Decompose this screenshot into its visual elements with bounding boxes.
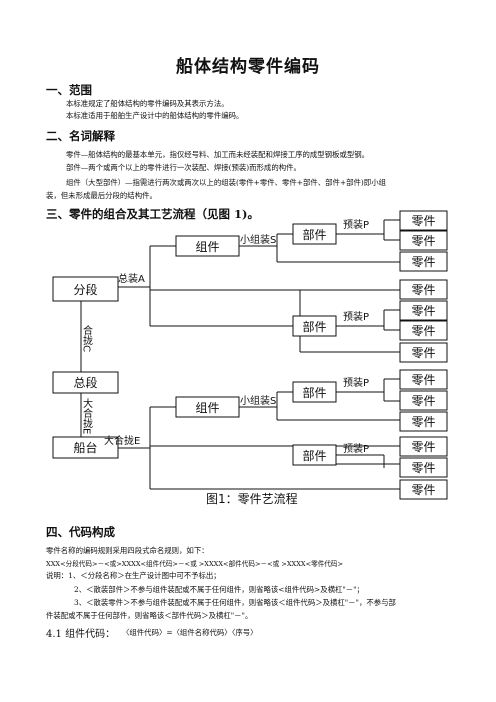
box-bujian-1-label: 部件 <box>302 227 326 242</box>
box-lingjian-8: 零件 <box>399 369 448 390</box>
box-chuantai-label: 船台 <box>73 440 97 455</box>
label-yuzhuang-3: 预装P <box>343 376 369 389</box>
box-lingjian-3: 零件 <box>399 251 448 272</box>
term-line-4: 装，但未形成最后分段的结构件。 <box>46 191 157 200</box>
box-lingjian-7-label: 零件 <box>411 346 435 360</box>
subsection-formula: 〈组件代码〉=〈组件名称代码〉〈序号〉 <box>122 628 258 637</box>
label-yuzhuang-4: 预装P <box>343 442 369 455</box>
section-heading-flow: 三、零件的组合及其工艺流程（见图 1)。 <box>46 207 259 221</box>
box-lingjian-10-label: 零件 <box>411 415 435 429</box>
label-daheeduan: 大合拢E <box>81 397 93 435</box>
term-line-3: 组件（大型部件）—指需进行两次或两次以上的组装(零件+零件、零件+部件、部件+部… <box>66 178 386 187</box>
box-lingjian-4-label: 零件 <box>411 283 435 297</box>
section-heading-code: 四、代码构成 <box>46 525 115 539</box>
code-format: XXX<分段代码>－<或>XXXX<组件代码>－<或 >XXXX<部件代码>－<… <box>46 560 344 568</box>
box-zongduan-label: 总段 <box>73 375 97 390</box>
box-lingjian-6-label: 零件 <box>411 324 435 338</box>
label-zongzhuang: 总装A <box>118 272 145 285</box>
term-line-1: 零件—船体结构的最基本单元，指仅经号料、加工而未经装配和焊接工序的成型钢板或型钢… <box>66 150 370 159</box>
box-lingjian-6: 零件 <box>399 320 448 341</box>
box-lingjian-9-label: 零件 <box>411 394 435 408</box>
box-fenduan-label: 分段 <box>73 282 97 297</box>
section-heading-scope: 一、范围 <box>46 83 92 97</box>
box-zujian-upper: 组件 <box>175 235 240 257</box>
box-lingjian-13: 零件 <box>399 479 448 500</box>
box-bujian-3: 部件 <box>292 381 337 403</box>
box-bujian-4-label: 部件 <box>302 448 326 463</box>
label-yuzhuang-1: 预装P <box>343 218 369 231</box>
box-lingjian-8-label: 零件 <box>411 373 435 387</box>
box-lingjian-13-label: 零件 <box>411 483 435 497</box>
code-note-2: 2、＜散装部件＞不参与组件装配或不属于任何组件，则省略该<组件代码>及横杠"－"… <box>74 585 364 594</box>
box-lingjian-3-label: 零件 <box>411 255 435 269</box>
label-yuzhuang-2: 预装P <box>343 310 369 323</box>
term-line-2: 部件—两个或两个以上的零件进行一次装配、焊接(预装)而形成的构件。 <box>66 163 301 172</box>
box-lingjian-5-label: 零件 <box>411 304 435 318</box>
box-lingjian-1-label: 零件 <box>411 214 435 228</box>
box-lingjian-5: 零件 <box>399 300 448 321</box>
box-lingjian-12: 零件 <box>399 457 448 478</box>
box-zujian-lower-label: 组件 <box>195 401 219 415</box>
diagram-connectors <box>80 219 400 490</box>
box-lingjian-2-label: 零件 <box>411 234 435 248</box>
box-lingjian-11: 零件 <box>399 436 448 457</box>
label-xiaozuzhuang-upper: 小组装S <box>240 233 276 246</box>
diagram-caption: 图1：零件艺流程 <box>206 491 298 506</box>
box-lingjian-1: 零件 <box>399 210 448 231</box>
box-bujian-1: 部件 <box>292 223 337 245</box>
subsection-label: 4.1 组件代码： <box>46 629 116 640</box>
label-xiaozuzhuang-lower: 小组装S <box>240 394 276 407</box>
code-note-3: 3、＜散装零件＞不参与组件装配或不属于任何组件，则省略该＜组件代码＞及横杠"－"… <box>74 598 396 607</box>
box-bujian-3-label: 部件 <box>302 385 326 400</box>
box-fenduan: 分段 <box>52 276 119 302</box>
box-bujian-2: 部件 <box>292 315 337 337</box>
code-note-4: 件装配或不属于任何部件，则省略该＜部件代码＞及横杠"－"。 <box>46 611 253 620</box>
page-title: 船体结构零件编码 <box>176 57 320 77</box>
box-lingjian-10: 零件 <box>399 411 448 432</box>
label-dahelong: 大合拢E <box>104 434 140 447</box>
box-lingjian-2: 零件 <box>399 230 448 251</box>
box-bujian-4: 部件 <box>292 444 337 466</box>
code-intro: 零件名称的编码规则采用四段式命名规则，如下： <box>46 546 209 555</box>
code-note-1: 说明：1、＜分段名称＞在生产设计图中可不予标出； <box>46 571 221 580</box>
box-lingjian-12-label: 零件 <box>411 461 435 475</box>
box-lingjian-9: 零件 <box>399 390 448 411</box>
box-zongduan: 总段 <box>52 371 119 394</box>
box-chuantai: 船台 <box>52 436 119 459</box>
box-lingjian-7: 零件 <box>399 342 448 363</box>
scope-line-2: 本标准适用于船舶生产设计中的船体结构的零件编码。 <box>66 111 244 120</box>
section-heading-terms: 二、名词解释 <box>46 129 115 143</box>
scope-line-1: 本标准规定了船体结构的零件编码及其表示方法。 <box>66 99 229 108</box>
label-heeduan: 合拢C <box>81 324 93 352</box>
box-lingjian-4: 零件 <box>399 279 448 300</box>
box-zujian-upper-label: 组件 <box>195 240 219 254</box>
box-lingjian-11-label: 零件 <box>411 440 435 454</box>
box-zujian-lower: 组件 <box>175 396 240 418</box>
box-bujian-2-label: 部件 <box>302 319 326 334</box>
